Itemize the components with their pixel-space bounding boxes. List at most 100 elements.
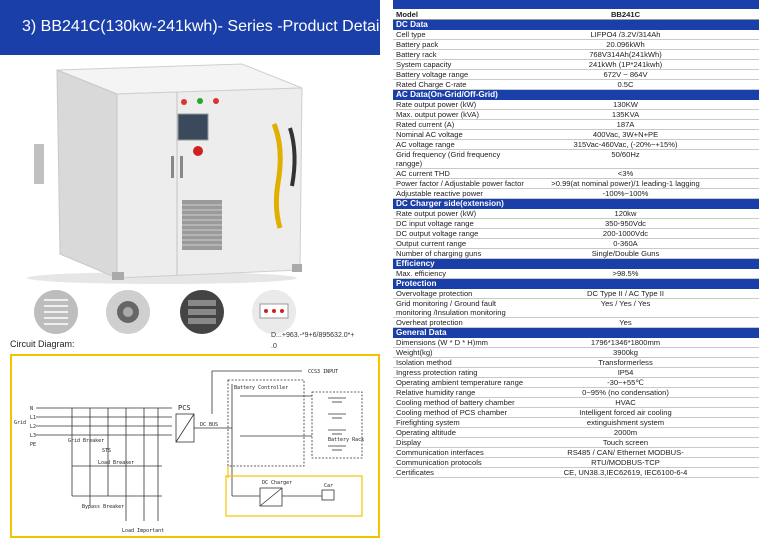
diagram-text-n: N	[30, 406, 33, 412]
spec-key: Certificates	[396, 468, 434, 477]
spec-row: Overvoltage protection DC Type II / AC Ty…	[393, 289, 759, 299]
circuit-diagram: CCS3 INPUT Battery Controller PCS DC BUS…	[10, 354, 380, 538]
spec-value: 20.096kWh	[606, 40, 645, 49]
diagram-text-dcbus: DC BUS	[200, 422, 218, 428]
spec-section-header: General Data	[393, 328, 759, 338]
spec-header-bar	[393, 0, 759, 9]
spec-value: 187A	[616, 120, 635, 129]
spec-row: Grid frequency (Grid frequency rangge)50…	[393, 150, 759, 169]
spec-section-header: DC Charger side(extension)	[393, 199, 759, 209]
spec-row: Number of charging guns Single/Double Gun…	[393, 249, 759, 259]
spec-value: 50/60Hz	[611, 150, 640, 159]
spec-value: >98.5%	[612, 269, 639, 278]
spec-row: Cooling method of battery chamber HVAC	[393, 398, 759, 408]
spec-key: Communication interfaces	[396, 448, 484, 457]
spec-value: -100%~100%	[602, 189, 649, 198]
spec-key: Battery voltage range	[396, 70, 469, 79]
spec-row-model: Model BB241C	[393, 10, 759, 20]
spec-key: Operating altitude	[396, 428, 456, 437]
spec-key: Ingress protection rating	[396, 368, 478, 377]
header-banner: 3) BB241C(130kw-241kwh)- Series -Product…	[0, 0, 391, 55]
product-cabinet-image	[27, 63, 303, 284]
diagram-text-l3: L3	[30, 433, 36, 439]
diagram-text-dc-charger: DC Charger	[262, 480, 292, 486]
spec-key: Battery rack	[396, 50, 437, 59]
spec-key: Isolation method	[396, 358, 452, 367]
spec-section-header: Protection	[393, 279, 759, 289]
thumbnail-connector	[106, 290, 150, 334]
spec-key: Grid monitoring / Ground fault monitorin…	[396, 299, 506, 317]
diagram-text-sts: STS	[102, 448, 111, 454]
spec-row: Rate output power (kW)130KW	[393, 100, 759, 110]
spec-value: Touch screen	[602, 438, 649, 447]
spec-row: Rated current (A)187A	[393, 120, 759, 130]
spec-key: Cooling method of battery chamber	[396, 398, 515, 407]
spec-section-header: Efficiency	[393, 259, 759, 269]
thumbnail-vent	[34, 290, 78, 334]
spec-value: 120kw	[614, 209, 637, 218]
spec-value: extinguishment system	[586, 418, 665, 427]
spec-value: -30~+55℃	[607, 378, 644, 387]
spec-row: AC current THD<3%	[393, 169, 759, 179]
spec-row: Max. efficiency >98.5%	[393, 269, 759, 279]
spec-row: Grid monitoring / Ground fault monitorin…	[393, 299, 759, 318]
spec-row: DC input voltage range 350-950Vdc	[393, 219, 759, 229]
spec-key: Adjustable reactive power	[396, 189, 483, 198]
thumbnail-control-panel	[252, 290, 296, 334]
spec-value: CE, UN38.3,IEC62619, IEC6100-6-4	[563, 468, 688, 477]
spec-key: Max. efficiency	[396, 269, 447, 278]
thumbnail-battery-modules	[180, 290, 224, 334]
spec-value: 1796*1346*1800mm	[590, 338, 661, 347]
spec-value: LIFPO4 /3.2V/314Ah	[590, 30, 661, 39]
spec-key: Nominal AC voltage	[396, 130, 463, 139]
spec-value: Transformerless	[598, 358, 653, 367]
spec-key: Rated Charge C-rate	[396, 80, 467, 89]
spec-value: Single/Double Guns	[591, 249, 660, 258]
diagram-text-ccs: CCS3 INPUT	[308, 369, 338, 375]
diagram-text-battery-rack: Battery Rack	[328, 437, 364, 443]
spec-key: Overvoltage protection	[396, 289, 473, 298]
spec-value: 130KW	[613, 100, 638, 109]
spec-value: 241kWh (1P*241kwh)	[588, 60, 663, 69]
spec-key: Cell type	[396, 30, 426, 39]
spec-value: 200-1000Vdc	[602, 229, 649, 238]
diagram-text-l1: L1	[30, 415, 36, 421]
spec-row: Weight(kg)3900kg	[393, 348, 759, 358]
spec-value: 0~95% (no condensation)	[582, 388, 669, 397]
spec-row: Ingress protection rating IP54	[393, 368, 759, 378]
spec-key: AC voltage range	[396, 140, 455, 149]
spec-value: IP54	[617, 368, 634, 377]
spec-key: Number of charging guns	[396, 249, 482, 258]
spec-section-header: DC Data	[393, 20, 759, 30]
spec-value: 350-950Vdc	[605, 219, 646, 228]
spec-key: Operating ambient temperature range	[396, 378, 524, 387]
diagram-text-l2: L2	[30, 424, 36, 430]
spec-row: Display Touch screen	[393, 438, 759, 448]
spec-value: HVAC	[615, 398, 636, 407]
diagram-text-pcs: PCS	[178, 404, 191, 412]
spec-value: 768V314Ah(241kWh)	[589, 50, 662, 59]
spec-key: DC input voltage range	[396, 219, 474, 228]
spec-value: Intelligent forced air cooling	[579, 408, 672, 417]
diagram-text-bypass-breaker: Bypass Breaker	[82, 504, 124, 510]
thumbnail-caption: D...+963.-*9+6/895632.0*+ .0	[271, 332, 355, 350]
spec-key: System capacity	[396, 60, 452, 69]
spec-key: Weight(kg)	[396, 348, 433, 357]
circuit-diagram-label: Circuit Diagram:	[10, 339, 75, 349]
diagram-text-load-breaker: Load Breaker	[98, 460, 134, 466]
spec-row: DC output voltage range 200-1000Vdc	[393, 229, 759, 239]
spec-key: DC output voltage range	[396, 229, 479, 238]
spec-value: DC Type II / AC Type II	[587, 289, 664, 298]
spec-key: Display	[396, 438, 421, 447]
